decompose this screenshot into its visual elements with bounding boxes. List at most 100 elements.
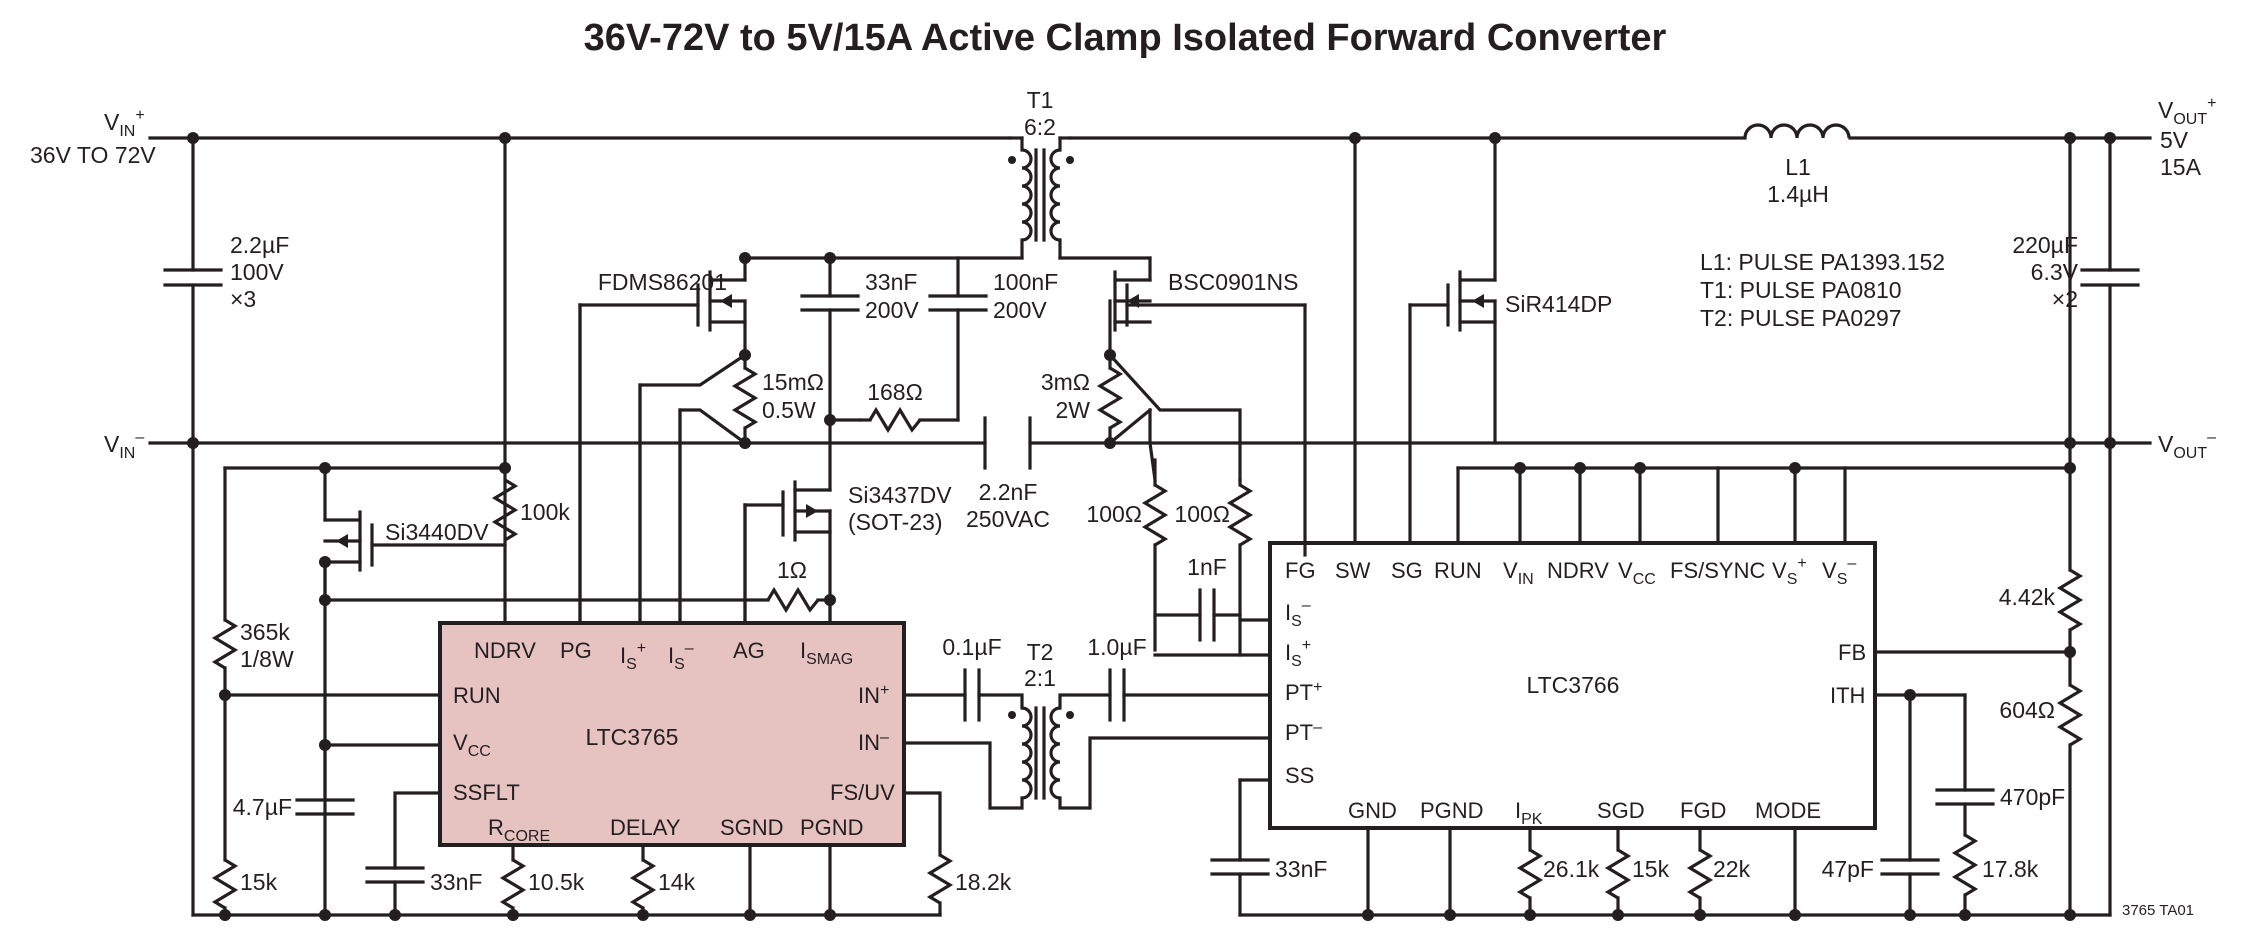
svg-text:VIN+: VIN+ xyxy=(104,107,145,140)
svg-text:RUN: RUN xyxy=(1434,558,1482,583)
svg-text:T2: T2 xyxy=(1027,639,1054,665)
svg-text:100Ω: 100Ω xyxy=(1174,501,1230,527)
svg-text:1.4µH: 1.4µH xyxy=(1767,181,1829,207)
svg-text:GND: GND xyxy=(1348,798,1397,823)
capacitor-0u1: 0.1µF xyxy=(942,634,1002,722)
vin-minus-label: VIN– xyxy=(104,429,144,462)
svg-text:15k: 15k xyxy=(240,869,278,895)
svg-text:SSFLT: SSFLT xyxy=(453,780,520,805)
svg-text:VOUT–: VOUT– xyxy=(2158,429,2216,462)
svg-text:SW: SW xyxy=(1335,558,1371,583)
svg-text:ITH: ITH xyxy=(1830,683,1865,708)
svg-text:PT–: PT– xyxy=(1285,719,1322,745)
svg-text:SG: SG xyxy=(1391,558,1423,583)
mosfet-sir414dp: SiR414DP xyxy=(1408,136,1612,557)
ic1-bottom-pin-labels: RCORE DELAY SGND PGND xyxy=(488,815,864,845)
ic2-right-pin-labels: FB ITH xyxy=(1830,640,1866,708)
sense-b-trace xyxy=(1107,352,1242,482)
resistor-18k2: 18.2k xyxy=(926,853,1012,917)
svg-text:168Ω: 168Ω xyxy=(867,379,923,405)
resistor-1ohm: 1Ω xyxy=(743,557,832,614)
svg-text:100V: 100V xyxy=(230,259,284,285)
svg-text:VS+: VS+ xyxy=(1772,555,1807,588)
svg-text:DELAY: DELAY xyxy=(610,815,681,840)
svg-text:RCORE: RCORE xyxy=(488,815,550,845)
svg-text:FS/SYNC: FS/SYNC xyxy=(1670,558,1765,583)
resistor-14k: 14k xyxy=(629,858,696,910)
svg-text:100k: 100k xyxy=(520,499,570,525)
svg-text:IS+: IS+ xyxy=(1285,637,1311,670)
svg-text:1nF: 1nF xyxy=(1187,554,1227,580)
svg-text:250VAC: 250VAC xyxy=(966,506,1050,532)
svg-text:IS+: IS+ xyxy=(620,640,646,673)
svg-text:33nF: 33nF xyxy=(865,269,917,295)
resistor-17k8: 17.8k xyxy=(1951,833,2039,917)
svg-text:LTC3766: LTC3766 xyxy=(1527,672,1620,698)
svg-text:17.8k: 17.8k xyxy=(1982,856,2039,882)
vout-minus-label: VOUT– xyxy=(2158,429,2216,462)
svg-text:Si3440DV: Si3440DV xyxy=(385,519,489,545)
svg-text:0.1µF: 0.1µF xyxy=(942,634,1001,660)
resistor-100k: 100k xyxy=(491,478,570,542)
component-notes: L1: PULSE PA1393.152 T1: PULSE PA0810 T2… xyxy=(1700,249,1945,331)
ic1-right-pin-labels: IN+ IN– FS/UV xyxy=(830,682,895,805)
inductor-l1: L1 1.4µH xyxy=(1743,123,1851,207)
svg-text:VIN: VIN xyxy=(1503,558,1534,588)
svg-text:NDRV: NDRV xyxy=(1547,558,1609,583)
svg-text:IN+: IN+ xyxy=(858,682,889,708)
vin-range: 36V TO 72V xyxy=(30,142,156,168)
resistor-100ohm-b: 100Ω xyxy=(1174,478,1254,657)
mosfet-si3440dv: Si3440DV xyxy=(323,466,507,602)
vout-current: 15A xyxy=(2160,154,2202,180)
svg-text:4.42k: 4.42k xyxy=(1999,584,2056,610)
svg-text:SiR414DP: SiR414DP xyxy=(1505,291,1612,317)
vin-plus-label: VIN+ 36V TO 72V xyxy=(30,107,156,168)
svg-text:PG: PG xyxy=(560,638,592,663)
svg-text:1/8W: 1/8W xyxy=(240,646,294,672)
ic-ltc3766: LTC3766 xyxy=(1268,541,1877,830)
svg-text:T1: PULSE PA0810: T1: PULSE PA0810 xyxy=(1700,277,1902,303)
svg-text:VCC: VCC xyxy=(1618,558,1656,588)
mosfet-si3437dv: Si3437DV (SOT-23) xyxy=(743,480,952,622)
capacitor-1u0: 1.0µF xyxy=(1087,634,1147,722)
svg-text:100nF: 100nF xyxy=(993,269,1058,295)
svg-text:PGND: PGND xyxy=(1420,798,1484,823)
is-plus-trace xyxy=(638,352,748,622)
svg-text:L1: L1 xyxy=(1785,154,1811,180)
svg-text:AG: AG xyxy=(733,638,765,663)
transformer-t2: T2 2:1 xyxy=(1008,639,1074,800)
resistor-168ohm: 168Ω xyxy=(858,379,960,434)
svg-text:NDRV: NDRV xyxy=(474,638,536,663)
ssflt-trace xyxy=(393,791,442,870)
ic1-left-pin-labels: RUN VCC SSFLT xyxy=(453,683,520,805)
mosfet-fdms86201: FDMS86201 xyxy=(578,256,747,622)
svg-text:100Ω: 100Ω xyxy=(1086,501,1142,527)
svg-text:33nF: 33nF xyxy=(1275,856,1327,882)
svg-text:6:2: 6:2 xyxy=(1024,114,1056,140)
svg-text:2:1: 2:1 xyxy=(1024,665,1056,691)
ic-ltc3765: LTC3765 xyxy=(438,621,906,847)
svg-text:FS/UV: FS/UV xyxy=(830,780,895,805)
svg-text:FGD: FGD xyxy=(1680,798,1726,823)
svg-text:SS: SS xyxy=(1285,763,1314,788)
capacitor-33nf-left: 33nF xyxy=(365,866,482,917)
svg-text:200V: 200V xyxy=(993,297,1047,323)
vout-voltage: 5V xyxy=(2160,127,2189,153)
svg-text:365k: 365k xyxy=(240,619,290,645)
svg-text:VS–: VS– xyxy=(1822,555,1856,588)
resistor-3mohm: 3mΩ 2W xyxy=(1041,353,1124,445)
svg-text:15mΩ: 15mΩ xyxy=(762,369,824,395)
svg-text:22k: 22k xyxy=(1713,856,1751,882)
resistor-22k: 22k xyxy=(1686,848,1751,917)
svg-text:VIN–: VIN– xyxy=(104,429,144,462)
svg-text:10.5k: 10.5k xyxy=(528,869,585,895)
mosfet-bsc0901ns: BSC0901NS xyxy=(1113,256,1307,557)
svg-text:ISMAG: ISMAG xyxy=(800,638,853,668)
resistor-604ohm: 604Ω xyxy=(1999,683,2084,747)
resistor-15k-left: 15k xyxy=(211,858,278,910)
svg-text:1Ω: 1Ω xyxy=(777,557,807,583)
resistor-26k1: 26.1k xyxy=(1516,848,1600,917)
output-capacitor: 220µF 6.3V ×2 xyxy=(2012,136,2140,445)
svg-text:Si3437DV: Si3437DV xyxy=(848,482,952,508)
svg-text:PGND: PGND xyxy=(800,815,864,840)
